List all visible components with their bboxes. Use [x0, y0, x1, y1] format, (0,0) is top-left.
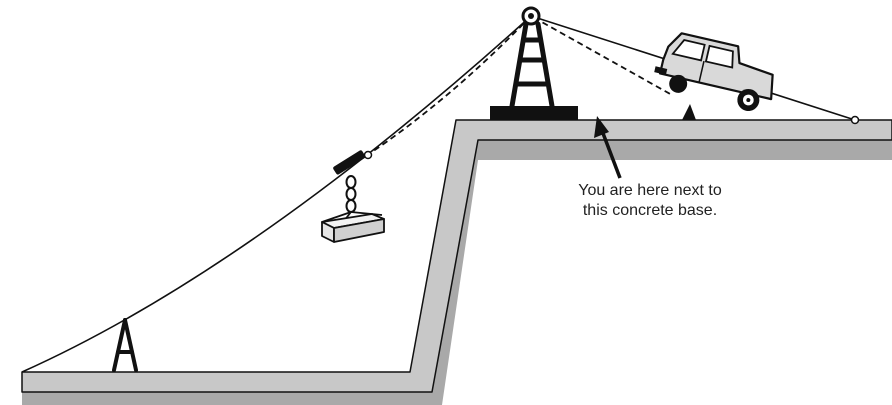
- annotation-line-2: this concrete base.: [582, 202, 718, 219]
- a-frame-icon: [112, 318, 138, 372]
- haul-line: [365, 14, 673, 157]
- arrow-icon: [594, 116, 622, 179]
- trolley-icon: [333, 150, 373, 175]
- ground-cliff: [21, 119, 892, 393]
- chain: [345, 175, 357, 213]
- crate-icon: [321, 211, 385, 243]
- concrete-base: [490, 106, 578, 120]
- right-anchor: [850, 115, 860, 125]
- jeep-icon: [654, 32, 774, 112]
- pulley-icon: [521, 6, 541, 26]
- pylon-icon: [490, 21, 578, 120]
- annotation-line-1: You are here next to: [578, 182, 722, 199]
- main-cable: [21, 15, 532, 373]
- ground-shadow: [22, 134, 892, 405]
- location-annotation: You are here next to this concrete base.: [520, 181, 780, 221]
- wheel-chock: [682, 104, 696, 120]
